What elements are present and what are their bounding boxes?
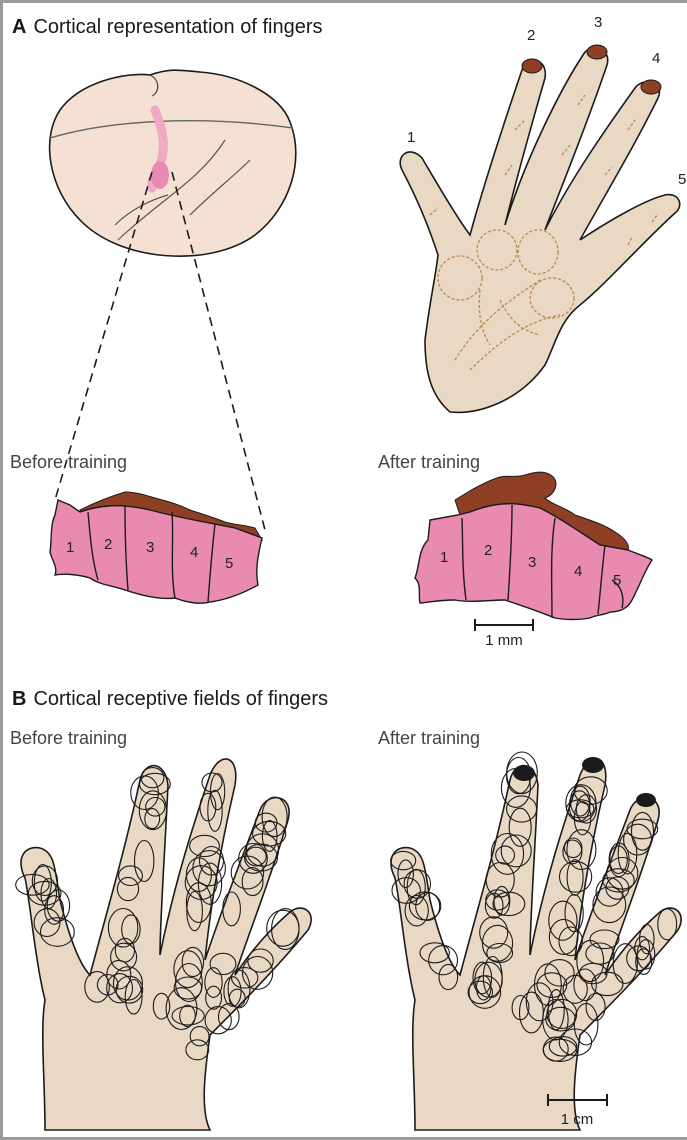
panel-a-title-text: Cortical representation of fingers [33,16,322,38]
cortical-map-before: 1 2 3 4 5 [50,492,262,603]
after-region-1: 1 [440,549,448,566]
before-region-3: 3 [146,539,154,556]
before-region-1: 1 [66,539,74,556]
cortical-map-after: 1 2 3 4 5 [415,472,652,619]
panel-b-after-label: After training [378,728,480,749]
after-region-4: 4 [574,563,582,580]
fingertip-3 [587,45,607,59]
scale-bar-mm-label: 1 mm [485,632,523,649]
after-region-3: 3 [528,554,536,571]
hand-illustration [400,45,680,412]
scale-bar-cm-label: 1 cm [561,1111,594,1128]
panel-a-before-label: Before training [10,452,127,473]
panel-b-letter: B [12,688,26,710]
fingertip-4 [641,80,661,94]
before-region-5: 5 [225,555,233,572]
panel-b-before-label: Before training [10,728,127,749]
before-region-4: 4 [190,544,198,561]
panel-a-letter: A [12,16,26,38]
panel-b-title-text: Cortical receptive fields of fingers [33,688,328,710]
fingertip-2 [522,59,542,73]
before-region-2: 2 [104,536,112,553]
after-region-2: 2 [484,542,492,559]
receptive-fields-before [16,759,311,1130]
finger-number-5: 5 [678,171,686,188]
finger-number-3: 3 [594,14,602,31]
finger-number-4: 4 [652,50,660,67]
panel-a-title: A Cortical representation of fingers [12,16,323,39]
panel-b-title: B Cortical receptive fields of fingers [12,688,328,711]
receptive-fields-after [391,752,681,1130]
panel-a-after-label: After training [378,452,480,473]
after-region-5: 5 [613,572,621,589]
scale-bar-mm: 1 mm [475,619,533,649]
finger-number-2: 2 [527,27,535,44]
brain-hemisphere [50,70,296,256]
cortex-finger-area [151,161,169,189]
finger-number-1: 1 [407,129,415,146]
